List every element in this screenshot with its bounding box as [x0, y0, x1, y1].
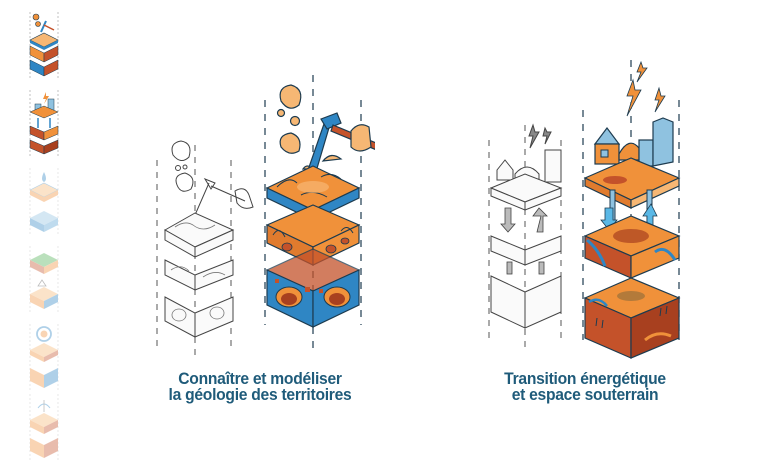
geology-illustration [156, 75, 375, 360]
caption-energy: Transition énergétique et espace souterr… [475, 369, 696, 404]
water-block-icon [29, 168, 59, 234]
energy-illustration [488, 60, 681, 359]
thumbnail-monitoring[interactable] [24, 394, 64, 460]
card-energy[interactable]: Transition énergétique et espace souterr… [475, 40, 705, 410]
cycle-block-icon [29, 324, 59, 390]
caption-geology: Connaître et modéliser la géologie des t… [150, 369, 371, 404]
geology-block-icon [29, 12, 59, 78]
card-geology[interactable]: Connaître et modéliser la géologie des t… [145, 65, 375, 410]
thumbnail-strip [24, 8, 64, 463]
thumbnail-soil[interactable] [24, 246, 64, 312]
caption-geology-line1: Connaître et modéliser [178, 369, 342, 388]
soil-block-icon [29, 246, 59, 312]
thumbnail-cycle[interactable] [24, 324, 64, 390]
thumbnail-energy[interactable] [24, 90, 64, 156]
caption-energy-line2: et espace souterrain [511, 385, 659, 404]
caption-energy-line1: Transition énergétique [504, 369, 666, 388]
thumbnail-geology[interactable] [24, 12, 64, 78]
monitoring-block-icon [29, 394, 59, 460]
energy-block-icon [29, 90, 59, 156]
thumbnail-water[interactable] [24, 168, 64, 234]
caption-geology-line2: la géologie des territoires [168, 385, 352, 404]
